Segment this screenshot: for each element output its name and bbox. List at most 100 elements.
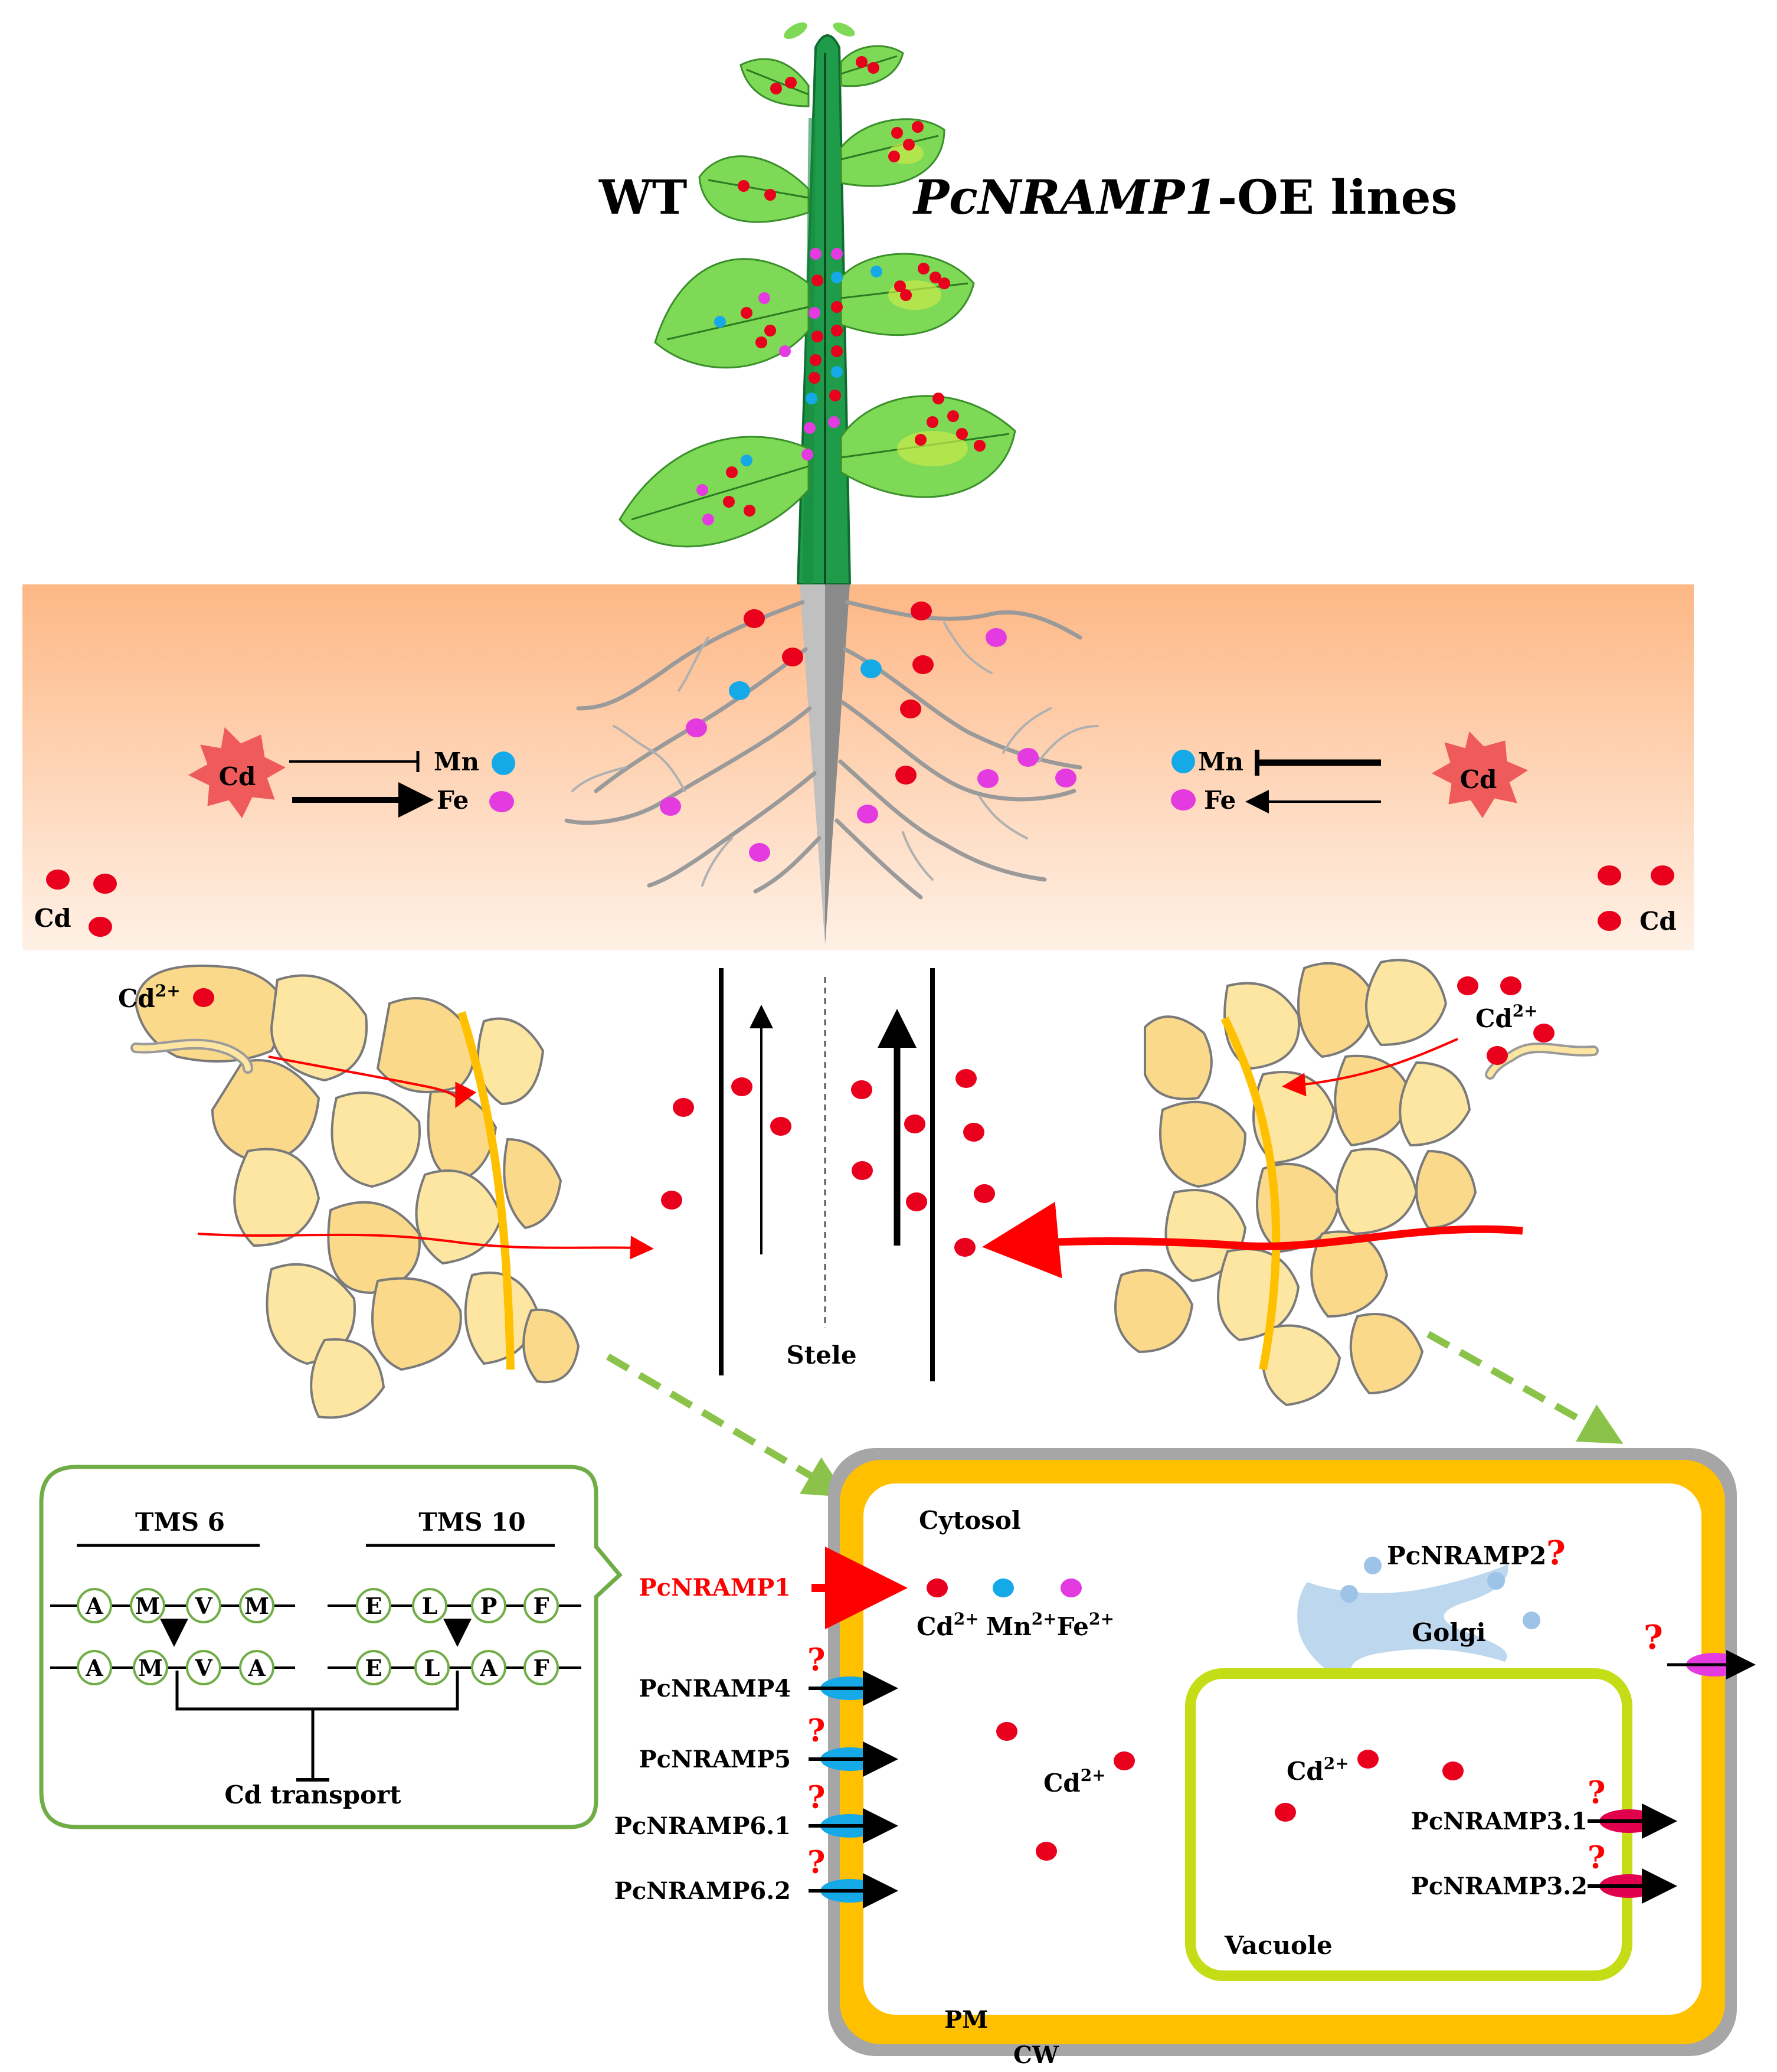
unknown-mark: ? (1588, 1840, 1605, 1876)
svg-text:L: L (422, 1593, 438, 1619)
svg-text:V: V (194, 1593, 213, 1619)
residue-a: A (77, 1588, 112, 1623)
svg-text:L: L (424, 1655, 440, 1681)
root-section-right (1114, 959, 1477, 1407)
soil-band (22, 584, 1694, 950)
mn-label-right: Mn (1198, 747, 1243, 776)
unknown-mark: ? (1588, 1775, 1605, 1811)
leaf (618, 436, 810, 548)
bud-leaf (784, 22, 807, 39)
cd-ions-right (1457, 976, 1555, 1065)
pm-transporter-pcnramp6-1: PcNRAMP6.1? (614, 1780, 898, 1844)
vacuole-label: Vacuole (1224, 1931, 1333, 1960)
transporter-label: PcNRAMP4 (639, 1675, 791, 1702)
svg-text:E: E (365, 1593, 382, 1619)
svg-text:E: E (365, 1655, 382, 1681)
casparian-strip-right (1220, 1016, 1281, 1371)
bud-leaf (833, 22, 855, 37)
svg-text:A: A (247, 1655, 266, 1681)
transporter-label: PcNRAMP3.2 (1411, 1872, 1588, 1900)
mutation-bracket (175, 1671, 459, 1782)
residue-v: V (186, 1588, 221, 1623)
fe-dot-left (489, 791, 514, 812)
mn-dot-left (492, 751, 515, 775)
mn-dot-right (1171, 750, 1195, 773)
residue-a: A (239, 1650, 274, 1685)
pm-transporter-unknown: ? (1644, 1618, 1756, 1679)
cd-star-right (1431, 731, 1529, 818)
residue-l: L (414, 1650, 450, 1685)
tms6-label: TMS 6 (135, 1508, 225, 1537)
residue-f: F (523, 1650, 559, 1685)
tms10-label: TMS 10 (418, 1508, 525, 1537)
root-ions (660, 602, 1076, 862)
soil-cd-right-label: Cd (1639, 907, 1677, 936)
svg-text:V: V (194, 1655, 213, 1681)
vacuole-cd-label: Cd2+ (1287, 1754, 1349, 1786)
cd-transport-label: Cd transport (224, 1780, 401, 1809)
residue-f: F (523, 1588, 559, 1623)
residue-a: A (77, 1650, 112, 1685)
residue-m: M (239, 1588, 274, 1623)
residue-v: V (186, 1650, 221, 1685)
zoom-arrow-right (1426, 1331, 1624, 1444)
casparian-strip-left (457, 1011, 515, 1370)
cytosol-label: Cytosol (919, 1506, 1021, 1535)
cd-star-left-label: Cd (219, 762, 256, 791)
soil-cd-left: Cd (34, 870, 117, 937)
leaf (840, 395, 1016, 498)
pm-transporter-pcnramp4: PcNRAMP4? (639, 1642, 898, 1706)
tms-callout (39, 1465, 623, 1829)
vacuole-cd-ions (1275, 1750, 1464, 1822)
residue-e: E (356, 1650, 391, 1685)
mutation-arrows (160, 1619, 472, 1647)
svg-text:Cd2+Mn2+Fe2+: Cd2+Mn2+Fe2+ (917, 1609, 1114, 1641)
symplast-path-left (268, 1055, 477, 1109)
apoplast-path-right (982, 1201, 1523, 1279)
fe-dot-right (1171, 789, 1196, 811)
plant-shoot (618, 22, 1016, 586)
transporter-label: PcNRAMP6.1 (614, 1812, 791, 1840)
mn-ion-dot (993, 1578, 1014, 1597)
transporter-label: PcNRAMP3.1 (1411, 1808, 1588, 1835)
residue-p: P (471, 1588, 506, 1623)
residue-e: E (356, 1588, 391, 1623)
svg-text:M: M (135, 1593, 160, 1619)
wt-label: WT (598, 169, 687, 225)
cd-ion-right-label: Cd2+ (1475, 1001, 1538, 1033)
cd-ion-dot (927, 1578, 948, 1597)
mn-ion-label: Mn (986, 1612, 1032, 1641)
transporter-label: PcNRAMP6.2 (614, 1877, 791, 1905)
stem-ions (801, 248, 843, 460)
cd-star-right-label: Cd (1460, 765, 1497, 794)
leaf (698, 155, 810, 223)
pcnramp1-label: PcNRAMP1 (639, 1574, 791, 1602)
svg-text:F: F (534, 1593, 549, 1619)
leaf-ions (696, 56, 986, 525)
transported-ions: Cd2+Mn2+Fe2+ (917, 1578, 1114, 1641)
golgi-transporter-label: PcNRAMP2 (1387, 1541, 1546, 1570)
svg-text:P: P (480, 1593, 498, 1619)
fe-ion-dot (1061, 1578, 1082, 1597)
cd-ion-left-label: Cd2+ (118, 981, 181, 1013)
cd-ion-label: Cd (917, 1612, 954, 1641)
pm-transporter-pcnramp1: PcNRAMP1 (639, 1547, 908, 1629)
tonoplast-transporter-pcnramp3-2: PcNRAMP3.2? (1411, 1840, 1677, 1904)
soil-cd-left-label: Cd (34, 904, 71, 933)
residue-a: A (471, 1650, 506, 1685)
cw-label: CW (1013, 2041, 1059, 2069)
svg-text:A: A (85, 1655, 103, 1681)
fe-label-left: Fe (437, 786, 469, 815)
cd-star-left (188, 727, 286, 818)
pm-transporter-pcnramp5: PcNRAMP5? (639, 1713, 898, 1777)
unknown-mark: ? (807, 1780, 825, 1816)
tonoplast-transporter-pcnramp3-1: PcNRAMP3.1? (1411, 1775, 1677, 1839)
unknown-transporter-mark: ? (1644, 1618, 1663, 1657)
unknown-mark: ? (807, 1845, 825, 1881)
mn-label-left: Mn (434, 747, 479, 776)
svg-text:A: A (479, 1655, 498, 1681)
